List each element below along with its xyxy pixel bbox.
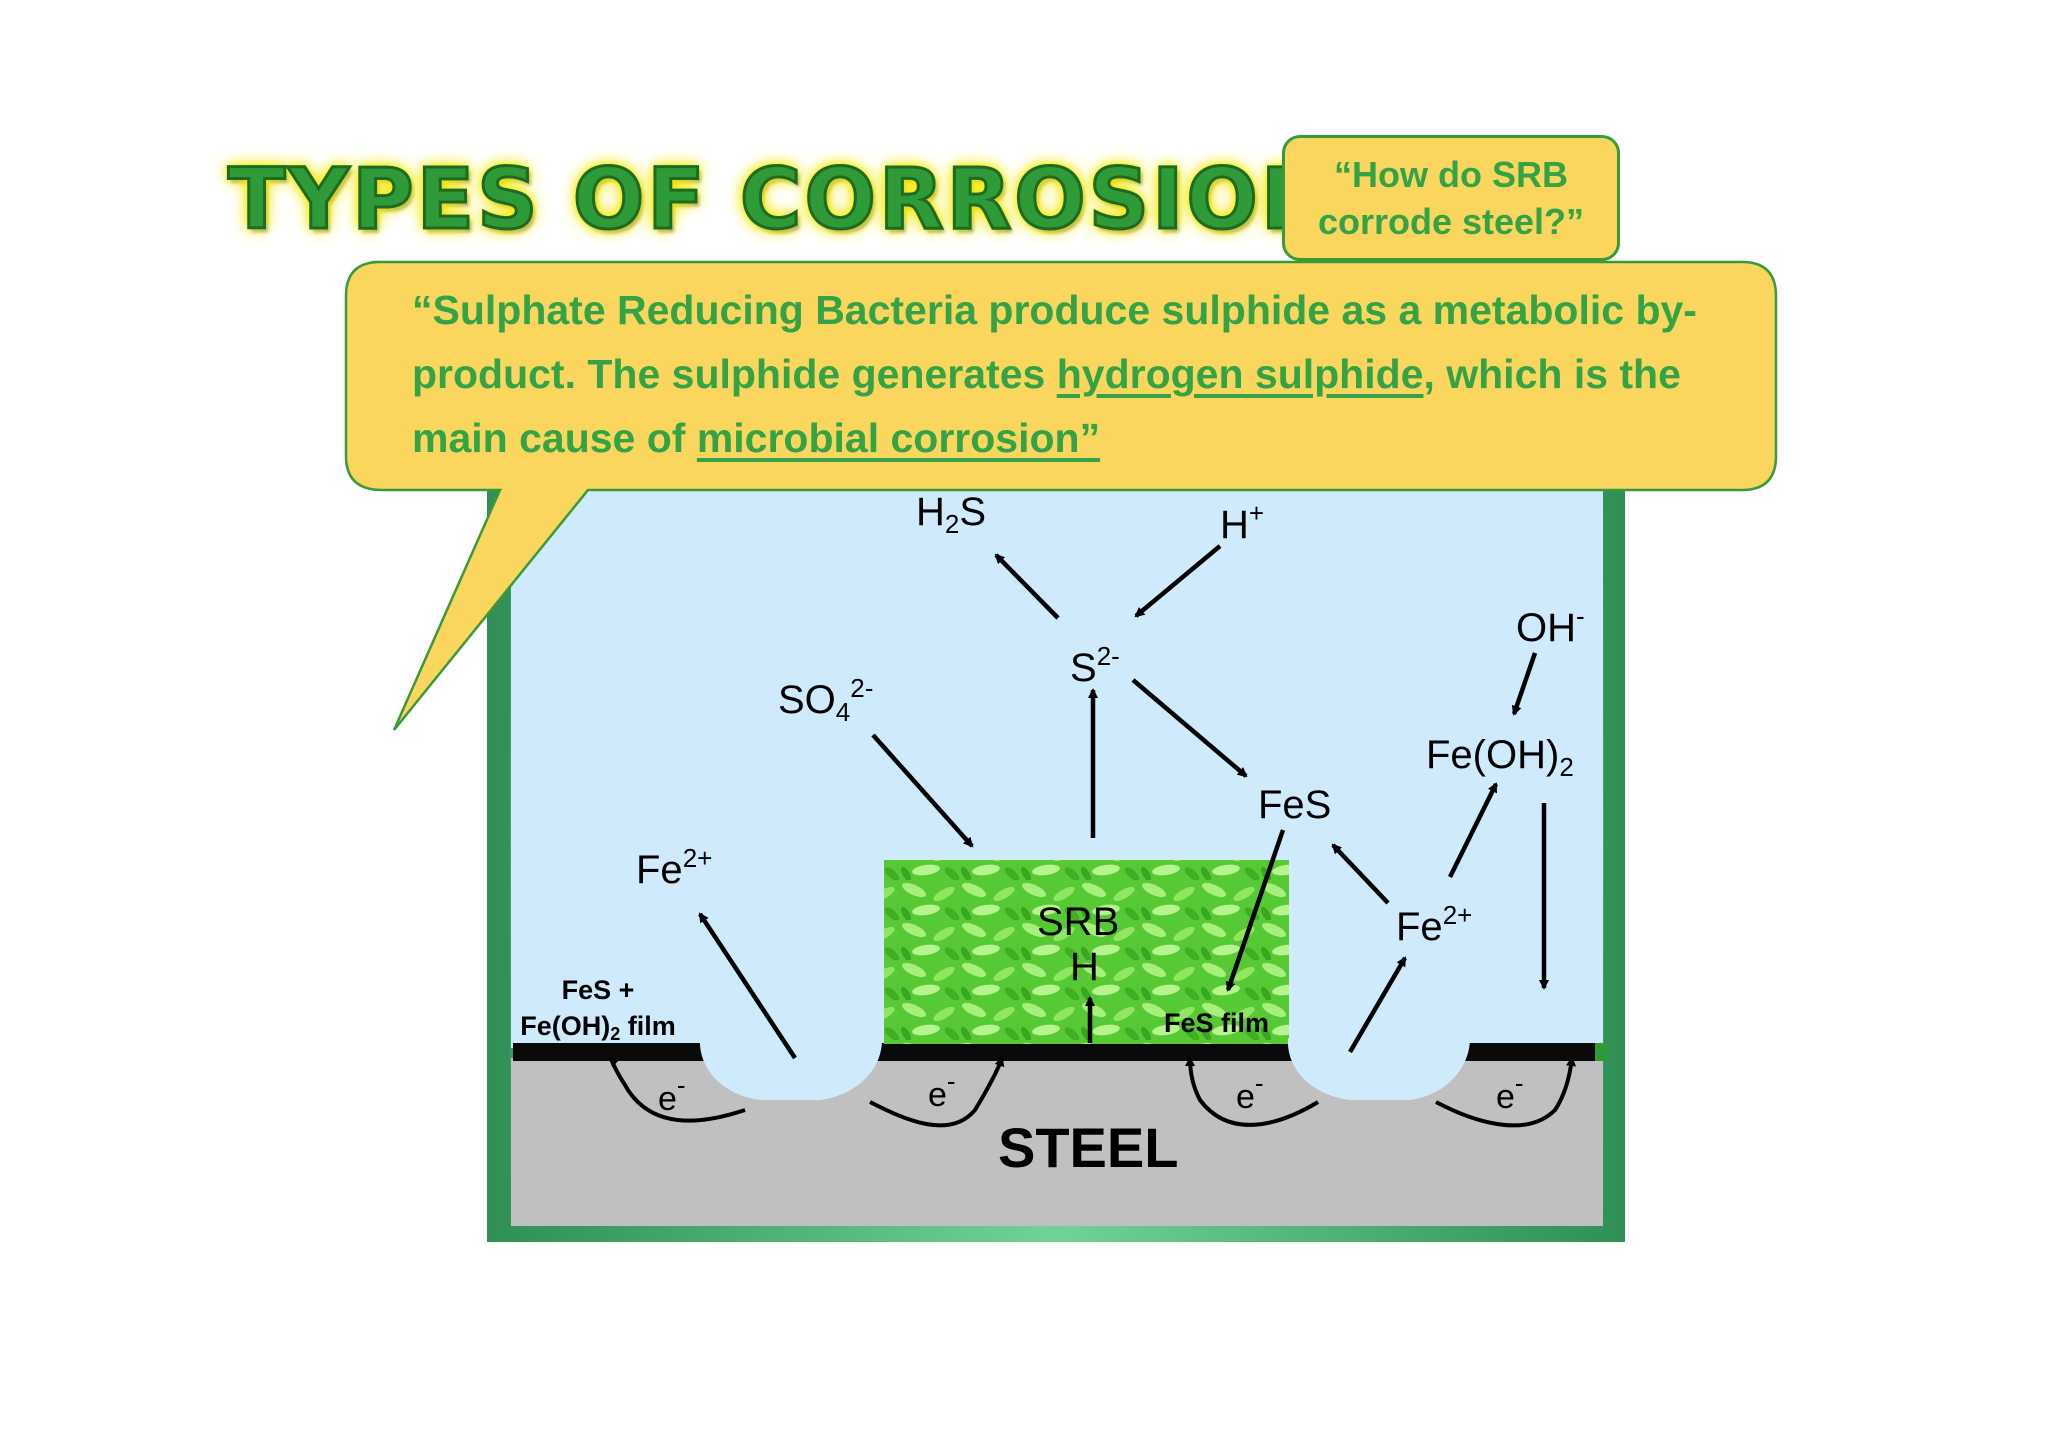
label-fe2-left: Fe2+ — [636, 843, 713, 892]
label-h: H — [1070, 945, 1099, 989]
page-title: TYPES OF CORROSION — [227, 149, 1335, 250]
label-fe2-right: Fe2+ — [1396, 900, 1473, 949]
callout-text-part-2: , which is the main cause of — [412, 351, 1681, 461]
label-film-left: FeS +Fe(OH)2 film — [520, 975, 676, 1044]
label-s2-minus: S2- — [1070, 641, 1120, 690]
label-so4: SO42- — [778, 673, 874, 727]
reaction-arrows — [698, 544, 1549, 1060]
label-steel: STEEL — [998, 1116, 1179, 1179]
corrosion-pit-right — [1287, 1038, 1470, 1100]
question-box: “How do SRB corrode steel?” — [1282, 135, 1620, 261]
speech-bubble — [344, 260, 1778, 731]
electron-label-4: e- — [1496, 1068, 1524, 1116]
label-h-plus: H+ — [1220, 498, 1265, 547]
label-film-right: FeS film — [1164, 1008, 1270, 1038]
bacteria-colony — [884, 860, 1289, 1044]
corrosion-pit-left — [699, 1038, 883, 1100]
label-oh-minus: OH- — [1516, 601, 1585, 650]
label-srb: SRB — [1037, 900, 1120, 944]
label-fe-oh2: Fe(OH)2 — [1426, 733, 1574, 782]
electron-paths — [608, 1056, 1577, 1128]
callout-text: “Sulphate Reducing Bacteria produce sulp… — [412, 278, 1762, 470]
electron-label-2: e- — [928, 1066, 956, 1114]
electron-label-3: e- — [1236, 1068, 1264, 1116]
label-h2s: H2S — [916, 490, 987, 539]
label-fes: FeS — [1258, 783, 1332, 827]
hydrogen-sulphide-link: hydrogen sulphide — [1056, 351, 1424, 397]
microbial-corrosion-link: microbial corrosion” — [696, 415, 1101, 461]
electron-label-1: e- — [658, 1070, 686, 1118]
callout-text-part-1: “Sulphate Reducing Bacteria produce sulp… — [412, 287, 1697, 397]
